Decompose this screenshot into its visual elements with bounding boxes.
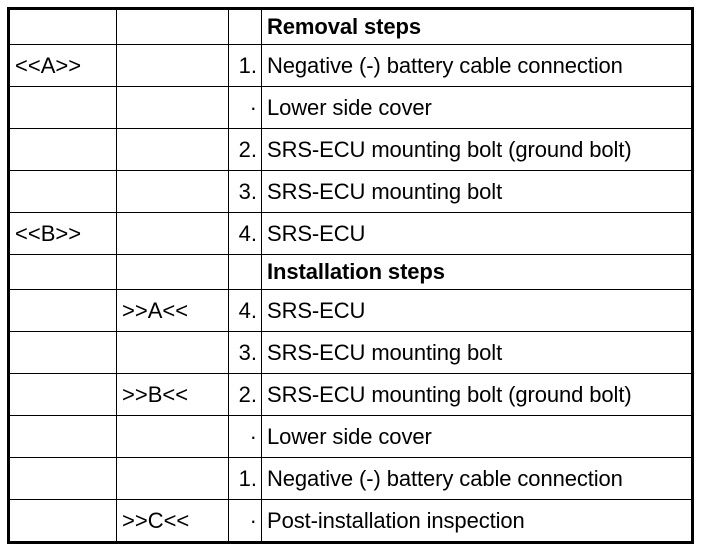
removal-reference-cell [8, 86, 117, 129]
table-row: 2. SRS-ECU mounting bolt (ground bolt) [8, 128, 693, 171]
step-name-cell: Negative (-) battery cable connection [261, 457, 693, 500]
step-number-cell: 4. [228, 212, 262, 255]
procedure-steps-body: Removal steps <<A>> 1. Negative (-) batt… [8, 8, 693, 543]
installation-reference-cell [116, 44, 229, 87]
removal-reference-cell [8, 331, 117, 374]
step-name-cell: Post-installation inspection [261, 499, 693, 543]
installation-reference-cell: >>B<< [116, 373, 229, 416]
installation-reference-cell [116, 128, 229, 171]
removal-reference-cell [8, 289, 117, 332]
table-row: <<B>> 4. SRS-ECU [8, 212, 693, 255]
removal-reference-cell [8, 457, 117, 500]
section-heading-installation: Installation steps [261, 254, 693, 290]
installation-reference-cell: >>A<< [116, 289, 229, 332]
table-row: 3. SRS-ECU mounting bolt [8, 331, 693, 374]
step-name-cell: SRS-ECU [261, 212, 693, 255]
procedure-steps-table: Removal steps <<A>> 1. Negative (-) batt… [7, 7, 694, 544]
step-number-cell: 3. [228, 331, 262, 374]
step-number-cell: · [228, 415, 262, 458]
installation-reference-cell [116, 8, 229, 45]
installation-reference-cell [116, 212, 229, 255]
table-row: 3. SRS-ECU mounting bolt [8, 170, 693, 213]
step-number-cell: 1. [228, 457, 262, 500]
step-name-cell: Lower side cover [261, 86, 693, 129]
table-row: >>C<< · Post-installation inspection [8, 499, 693, 543]
installation-reference-cell [116, 331, 229, 374]
step-name-cell: SRS-ECU mounting bolt [261, 331, 693, 374]
installation-reference-cell: >>C<< [116, 499, 229, 543]
step-number-cell: 1. [228, 44, 262, 87]
step-number-cell [228, 254, 262, 290]
step-number-cell: · [228, 499, 262, 543]
removal-reference-cell: <<B>> [8, 212, 117, 255]
step-name-cell: Negative (-) battery cable connection [261, 44, 693, 87]
step-number-cell: 2. [228, 373, 262, 416]
installation-reference-cell [116, 415, 229, 458]
removal-reference-cell [8, 8, 117, 45]
table-row: · Lower side cover [8, 86, 693, 129]
removal-reference-cell: <<A>> [8, 44, 117, 87]
step-name-cell: SRS-ECU mounting bolt (ground bolt) [261, 128, 693, 171]
step-number-cell: · [228, 86, 262, 129]
installation-reference-cell [116, 254, 229, 290]
procedure-table-wrapper: Removal steps <<A>> 1. Negative (-) batt… [7, 7, 694, 544]
step-name-cell: SRS-ECU mounting bolt [261, 170, 693, 213]
removal-reference-cell [8, 128, 117, 171]
table-row: Removal steps [8, 8, 693, 45]
step-name-cell: SRS-ECU [261, 289, 693, 332]
removal-reference-cell [8, 170, 117, 213]
table-row: >>B<< 2. SRS-ECU mounting bolt (ground b… [8, 373, 693, 416]
removal-reference-cell [8, 373, 117, 416]
removal-reference-cell [8, 415, 117, 458]
table-row: · Lower side cover [8, 415, 693, 458]
section-heading-removal: Removal steps [261, 8, 693, 45]
step-name-cell: Lower side cover [261, 415, 693, 458]
removal-reference-cell [8, 254, 117, 290]
table-row: <<A>> 1. Negative (-) battery cable conn… [8, 44, 693, 87]
removal-reference-cell [8, 499, 117, 543]
step-number-cell [228, 8, 262, 45]
step-number-cell: 3. [228, 170, 262, 213]
table-row: Installation steps [8, 254, 693, 290]
table-row: 1. Negative (-) battery cable connection [8, 457, 693, 500]
step-number-cell: 2. [228, 128, 262, 171]
installation-reference-cell [116, 86, 229, 129]
installation-reference-cell [116, 170, 229, 213]
installation-reference-cell [116, 457, 229, 500]
step-number-cell: 4. [228, 289, 262, 332]
step-name-cell: SRS-ECU mounting bolt (ground bolt) [261, 373, 693, 416]
table-row: >>A<< 4. SRS-ECU [8, 289, 693, 332]
